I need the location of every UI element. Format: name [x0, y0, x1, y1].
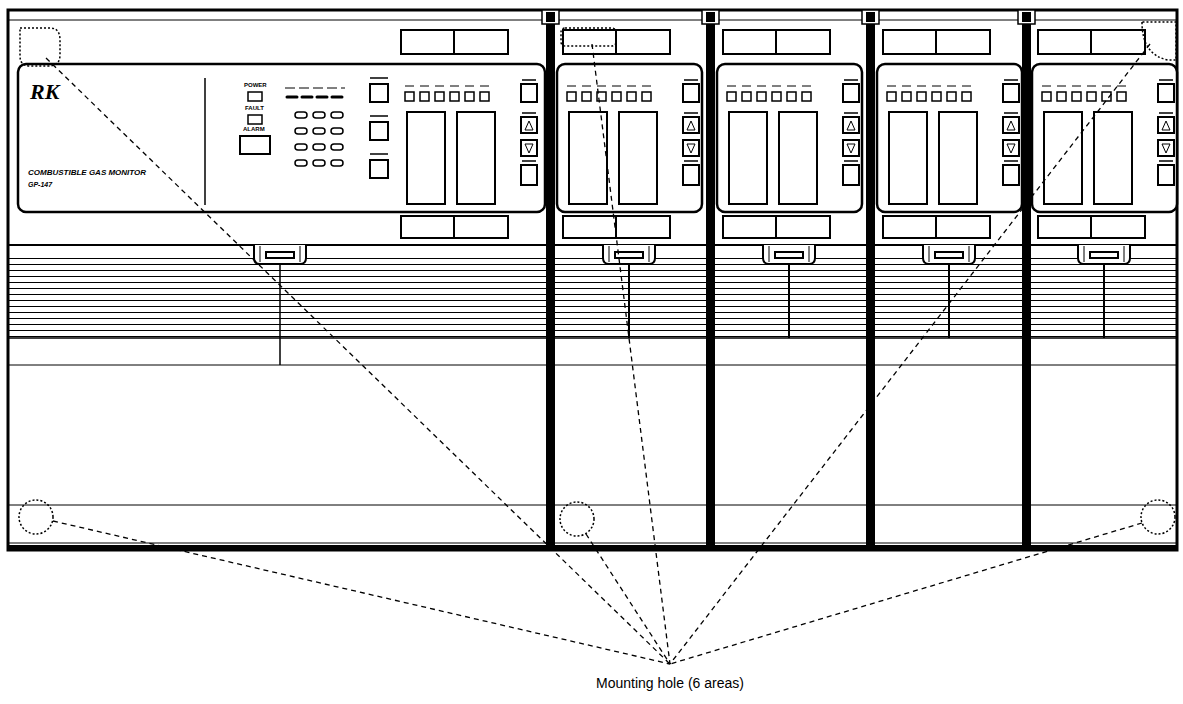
button-label: ALARM	[243, 126, 265, 133]
model-number: GP-147	[28, 181, 52, 189]
button-label: POWER	[244, 82, 267, 89]
brand-logo: RK	[30, 80, 59, 104]
product-name: COMBUSTIBLE GAS MONITOR	[28, 169, 146, 178]
button-label: FAULT	[245, 105, 264, 112]
callout-label: Mounting hole (6 areas)	[596, 676, 744, 691]
